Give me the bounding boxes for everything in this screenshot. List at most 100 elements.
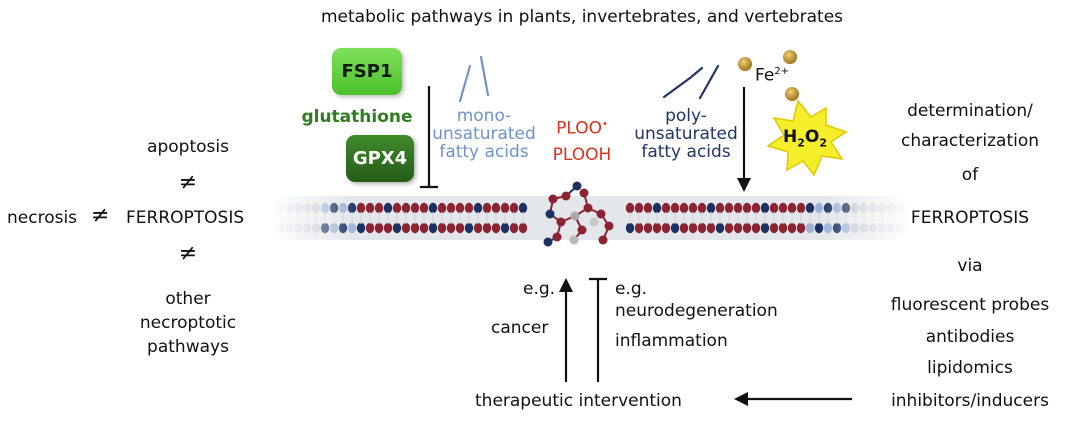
lipid-head <box>706 202 716 214</box>
lipid-head <box>509 202 519 214</box>
lipid-head <box>751 202 761 214</box>
mono-fatty-acids-label: mono- unsaturated fatty acids <box>432 107 536 161</box>
lipid-head <box>428 222 438 234</box>
plooh-label: PLOOH <box>552 145 612 165</box>
lipid-head <box>410 222 420 234</box>
lipid-head <box>688 222 698 234</box>
membrane-fade-right <box>820 192 912 244</box>
apoptosis-label: apoptosis <box>147 137 229 157</box>
lipid-head <box>473 202 483 214</box>
h2o2-label: H2O2 <box>783 127 827 150</box>
lipid-head <box>518 202 528 214</box>
iron-label: Fe2+ <box>755 67 789 85</box>
not-equal-icon: ≠ <box>178 241 198 266</box>
lipid-head <box>374 222 384 234</box>
method-inhibitors-inducers: inhibitors/inducers <box>891 391 1049 411</box>
necrosis-label: necrosis <box>7 208 78 228</box>
lipid-head <box>356 202 366 214</box>
determination-label: determination/ <box>907 101 1033 121</box>
ploo-radical-label: PLOO• <box>556 120 608 138</box>
not-equal-icon: ≠ <box>91 203 110 228</box>
lipid-head <box>491 202 501 214</box>
lipid-head <box>634 222 644 234</box>
lipid-head <box>787 222 797 234</box>
gpx4-box: GPX4 <box>346 135 414 182</box>
lipid-head <box>419 202 429 214</box>
lipid-head <box>670 202 680 214</box>
membrane-band <box>270 196 910 240</box>
lipid-head <box>634 202 644 214</box>
neurodegeneration-inhibition-arrow <box>589 277 607 382</box>
lipid-head <box>392 202 402 214</box>
lipid-head <box>724 222 734 234</box>
ploo-text: PLOO <box>556 118 602 139</box>
lipid-head <box>446 202 456 214</box>
lipid-head <box>374 202 384 214</box>
lipid-head <box>446 222 456 234</box>
ferroptosis-right-label: FERROPTOSIS <box>910 208 1030 228</box>
lipid-head <box>428 202 438 214</box>
other-pathways-label: other necroptotic pathways <box>140 287 236 359</box>
h2o2-o: O <box>804 127 820 147</box>
iron-symbol: Fe <box>755 65 775 86</box>
fsp1-box: FSP1 <box>332 48 402 95</box>
lipid-head <box>500 222 510 234</box>
lipid-head <box>778 222 788 234</box>
lipid-head <box>778 202 788 214</box>
lipid-head <box>500 202 510 214</box>
lipid-head <box>652 222 662 234</box>
mono-fatty-acid-sticks <box>458 55 490 103</box>
membrane-fade-left <box>268 192 358 244</box>
lipid-head <box>697 202 707 214</box>
ferroptosis-center-label: FERROPTOSIS <box>126 208 245 228</box>
lipid-head <box>742 222 752 234</box>
via-label: via <box>957 256 983 276</box>
not-equal-icon: ≠ <box>178 170 198 195</box>
lipid-head <box>365 222 375 234</box>
lipid-head <box>769 202 779 214</box>
lipid-head <box>805 222 815 234</box>
eg-cancer-label: e.g. <box>523 279 556 299</box>
lipid-head <box>769 222 779 234</box>
lipid-head <box>787 202 797 214</box>
therapeutic-intervention-label: therapeutic intervention <box>475 391 682 411</box>
lipid-head <box>715 202 725 214</box>
lipid-head <box>383 202 393 214</box>
lipid-head <box>751 222 761 234</box>
lipid-head <box>643 222 653 234</box>
lipid-head <box>724 202 734 214</box>
lipid-head <box>401 202 411 214</box>
lipid-head <box>455 202 465 214</box>
h2o2-sub-2: 2 <box>819 136 827 150</box>
glutathione-label: glutathione <box>301 107 413 127</box>
poly-line-2: unsaturated <box>634 124 738 144</box>
h2o2-sub-1: 2 <box>797 136 805 150</box>
lipid-head <box>796 202 806 214</box>
lipid-head <box>356 222 366 234</box>
of-label: of <box>961 165 979 185</box>
other-line-3: pathways <box>147 337 229 357</box>
lipid-head <box>643 202 653 214</box>
lipid-head <box>625 202 635 214</box>
methods-to-therapy-arrow <box>734 392 852 406</box>
lipid-head <box>661 222 671 234</box>
lipid-head <box>437 202 447 214</box>
inflammation-label: inflammation <box>615 331 728 351</box>
neurodegeneration-label: neurodegeneration <box>615 301 778 321</box>
lipid-head <box>410 202 420 214</box>
h2o2-h: H <box>783 127 798 147</box>
lipid-head <box>742 202 752 214</box>
mono-line-3: fatty acids <box>439 142 529 162</box>
lipid-head <box>482 202 492 214</box>
h2o2-starburst <box>766 99 848 177</box>
lipid-head <box>509 222 519 234</box>
lipid-head <box>625 222 635 234</box>
lipid-head <box>401 222 411 234</box>
lipid-head <box>796 222 806 234</box>
lipid-head <box>670 222 680 234</box>
poly-fatty-acid-sticks <box>662 64 720 100</box>
lipid-head <box>473 222 483 234</box>
lipid-head <box>760 222 770 234</box>
lipid-head <box>679 222 689 234</box>
